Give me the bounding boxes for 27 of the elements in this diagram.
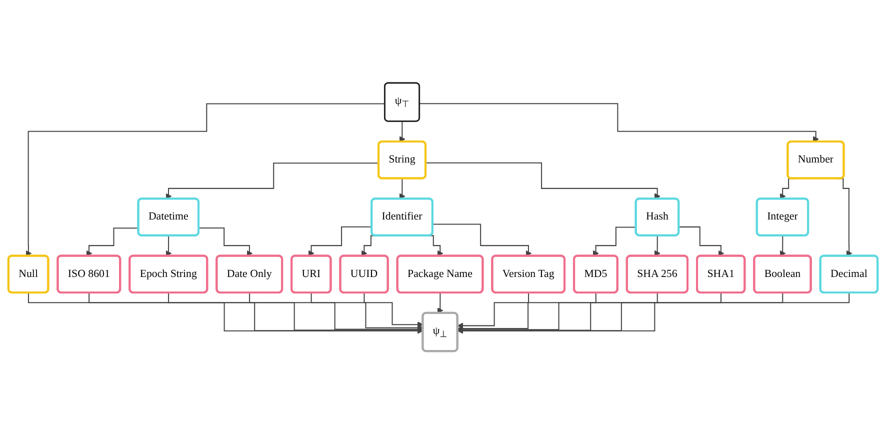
arrow (457, 292, 530, 328)
arrow (399, 178, 406, 199)
arrow (399, 120, 406, 142)
arrow (457, 292, 850, 334)
arrow (308, 226, 372, 256)
arrow (88, 292, 424, 334)
arrow (310, 292, 424, 330)
arrow (678, 226, 724, 256)
arrow (28, 292, 424, 334)
arrow (364, 292, 424, 328)
arrow (592, 226, 636, 256)
arrow (426, 162, 660, 199)
arrow (420, 102, 819, 142)
arrow (168, 292, 424, 333)
arrow (457, 292, 597, 332)
arrow (437, 292, 444, 313)
arrow (457, 292, 658, 332)
arrow (249, 292, 424, 332)
arrow (166, 234, 172, 256)
arrow (780, 234, 786, 256)
arrow (198, 226, 253, 256)
arrow (457, 292, 722, 333)
arrow (457, 292, 784, 334)
arrow (432, 223, 532, 256)
arrow (166, 162, 379, 199)
arrow (654, 234, 660, 256)
arrow (86, 227, 139, 256)
